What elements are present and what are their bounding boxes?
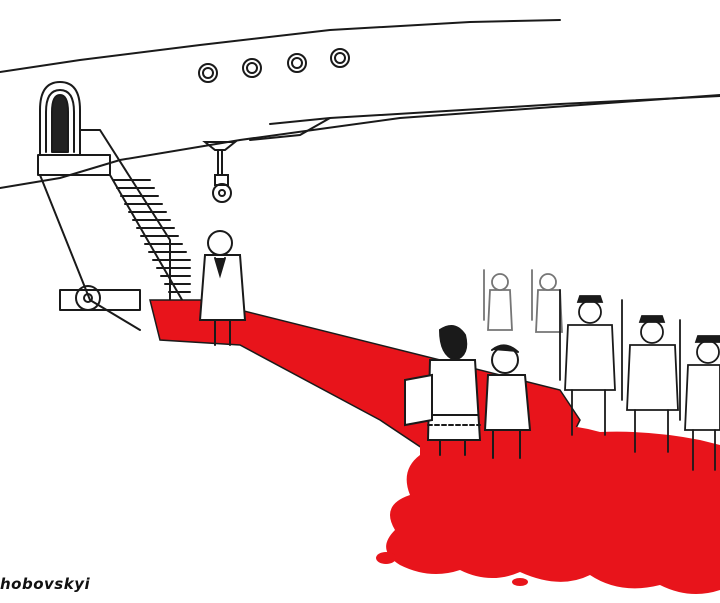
blood-pool-icon	[376, 425, 720, 594]
official-person-icon	[198, 230, 247, 346]
soldier-icon	[483, 269, 720, 471]
woman-person-icon	[404, 325, 482, 456]
airplane-icon	[0, 19, 720, 203]
stairs-icon	[37, 81, 191, 331]
man-person-icon	[483, 344, 532, 459]
artist-signature: hobovskyi	[0, 575, 91, 593]
